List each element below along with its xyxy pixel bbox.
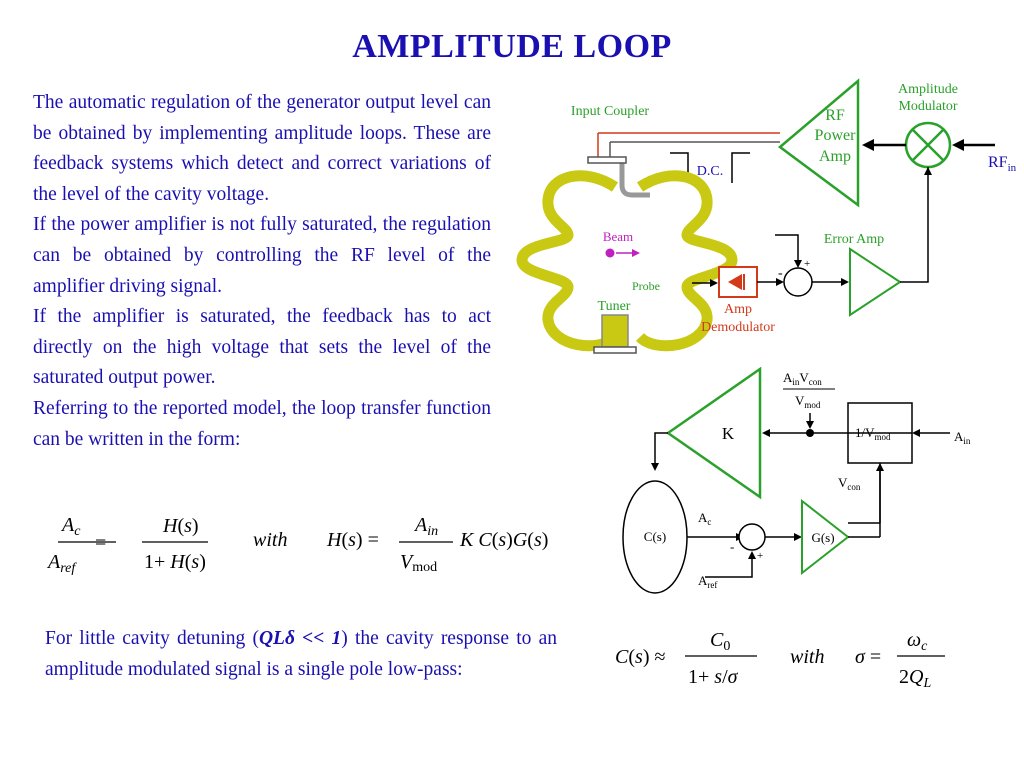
svg-text:AinVcon: AinVcon: [783, 370, 822, 387]
svg-text:Modulator: Modulator: [898, 99, 957, 114]
svg-text:Ain: Ain: [413, 514, 438, 539]
svg-text:Probe: Probe: [632, 279, 660, 293]
paragraph-4: Referring to the reported model, the loo…: [33, 397, 491, 450]
svg-text:C0: C0: [710, 629, 730, 654]
svg-text:Ac: Ac: [60, 514, 81, 539]
svg-text:σ =: σ =: [855, 646, 881, 668]
g-gain-block: [801, 498, 850, 576]
paragraph-3: If the amplifier is saturated, the feedb…: [33, 306, 491, 389]
loop-model-diagram: K AinVcon Vmod 1/Vmod Ain Vcon C(s) Ac -…: [622, 366, 971, 594]
svg-text:Vmod: Vmod: [795, 393, 821, 410]
svg-text:H(s) =: H(s) =: [326, 529, 379, 551]
svg-text:H(s): H(s): [162, 515, 199, 537]
svg-text:Amp: Amp: [819, 148, 851, 165]
svg-text:Vcon: Vcon: [838, 475, 861, 492]
svg-text:+: +: [757, 550, 763, 562]
svg-text:1+ H(s): 1+ H(s): [144, 551, 206, 573]
k-gain-block: [665, 366, 762, 500]
svg-text:-: -: [778, 266, 783, 281]
svg-text:G(s): G(s): [811, 530, 834, 545]
svg-text:C(s): C(s): [644, 529, 666, 544]
paragraph-1: The automatic regulation of the generato…: [33, 92, 491, 205]
loop-transfer-equation: Ac Aref = H(s) 1+ H(s) with H(s) = Ain V…: [46, 514, 548, 576]
paragraph-2: If the power amplifier is not fully satu…: [33, 214, 491, 297]
body-text: The automatic regulation of the generato…: [33, 88, 491, 455]
svg-text:2QL: 2QL: [899, 666, 931, 691]
eq2-with: with: [790, 646, 824, 668]
svg-text:Vmod: Vmod: [400, 551, 437, 575]
svg-text:Ain: Ain: [954, 429, 971, 446]
detuning-condition: QLδ << 1: [258, 628, 342, 649]
svg-text:Power: Power: [815, 127, 857, 144]
svg-text:C(s) ≈: C(s) ≈: [615, 646, 665, 668]
svg-text:Aref: Aref: [698, 573, 717, 590]
svg-text:RF: RF: [825, 107, 845, 124]
cavity-response-equation: C(s) ≈ C0 1+ s/σ with σ = ωc 2QL: [615, 629, 945, 691]
cavity: [516, 170, 620, 352]
svg-text:Ac: Ac: [698, 510, 711, 527]
svg-text:Demodulator: Demodulator: [701, 320, 775, 335]
eq1-equals: =: [95, 532, 106, 554]
input-coupler-label: Input Coupler: [571, 104, 649, 119]
svg-text:K: K: [722, 424, 735, 443]
svg-text:Amp: Amp: [724, 302, 752, 317]
detuning-note: For little cavity detuning (QLδ << 1) th…: [45, 628, 557, 680]
svg-text:Tuner: Tuner: [598, 299, 631, 314]
tuner: [601, 314, 629, 348]
page-title: AMPLITUDE LOOP: [352, 28, 672, 65]
svg-text:1+ s/σ: 1+ s/σ: [688, 666, 739, 688]
svg-text:+: +: [804, 258, 810, 270]
svg-text:Aref: Aref: [46, 551, 77, 576]
svg-text:Amplitude: Amplitude: [898, 82, 958, 97]
svg-text:ωc: ωc: [907, 629, 928, 654]
svg-text:K C(s)G(s): K C(s)G(s): [459, 529, 548, 551]
svg-text:-: -: [730, 539, 734, 554]
rf-in-label: RFin: [988, 154, 1017, 174]
eq1-with: with: [253, 529, 287, 551]
rf-power-amp: [777, 78, 860, 208]
beam-label: Beam: [603, 229, 633, 244]
svg-text:Error Amp: Error Amp: [824, 232, 884, 247]
dc-label: D.C.: [697, 164, 723, 179]
error-amp: [849, 247, 902, 317]
amplitude-loop-diagram: RF Power Amp Amplitude Modulator RFin In…: [516, 78, 1017, 354]
